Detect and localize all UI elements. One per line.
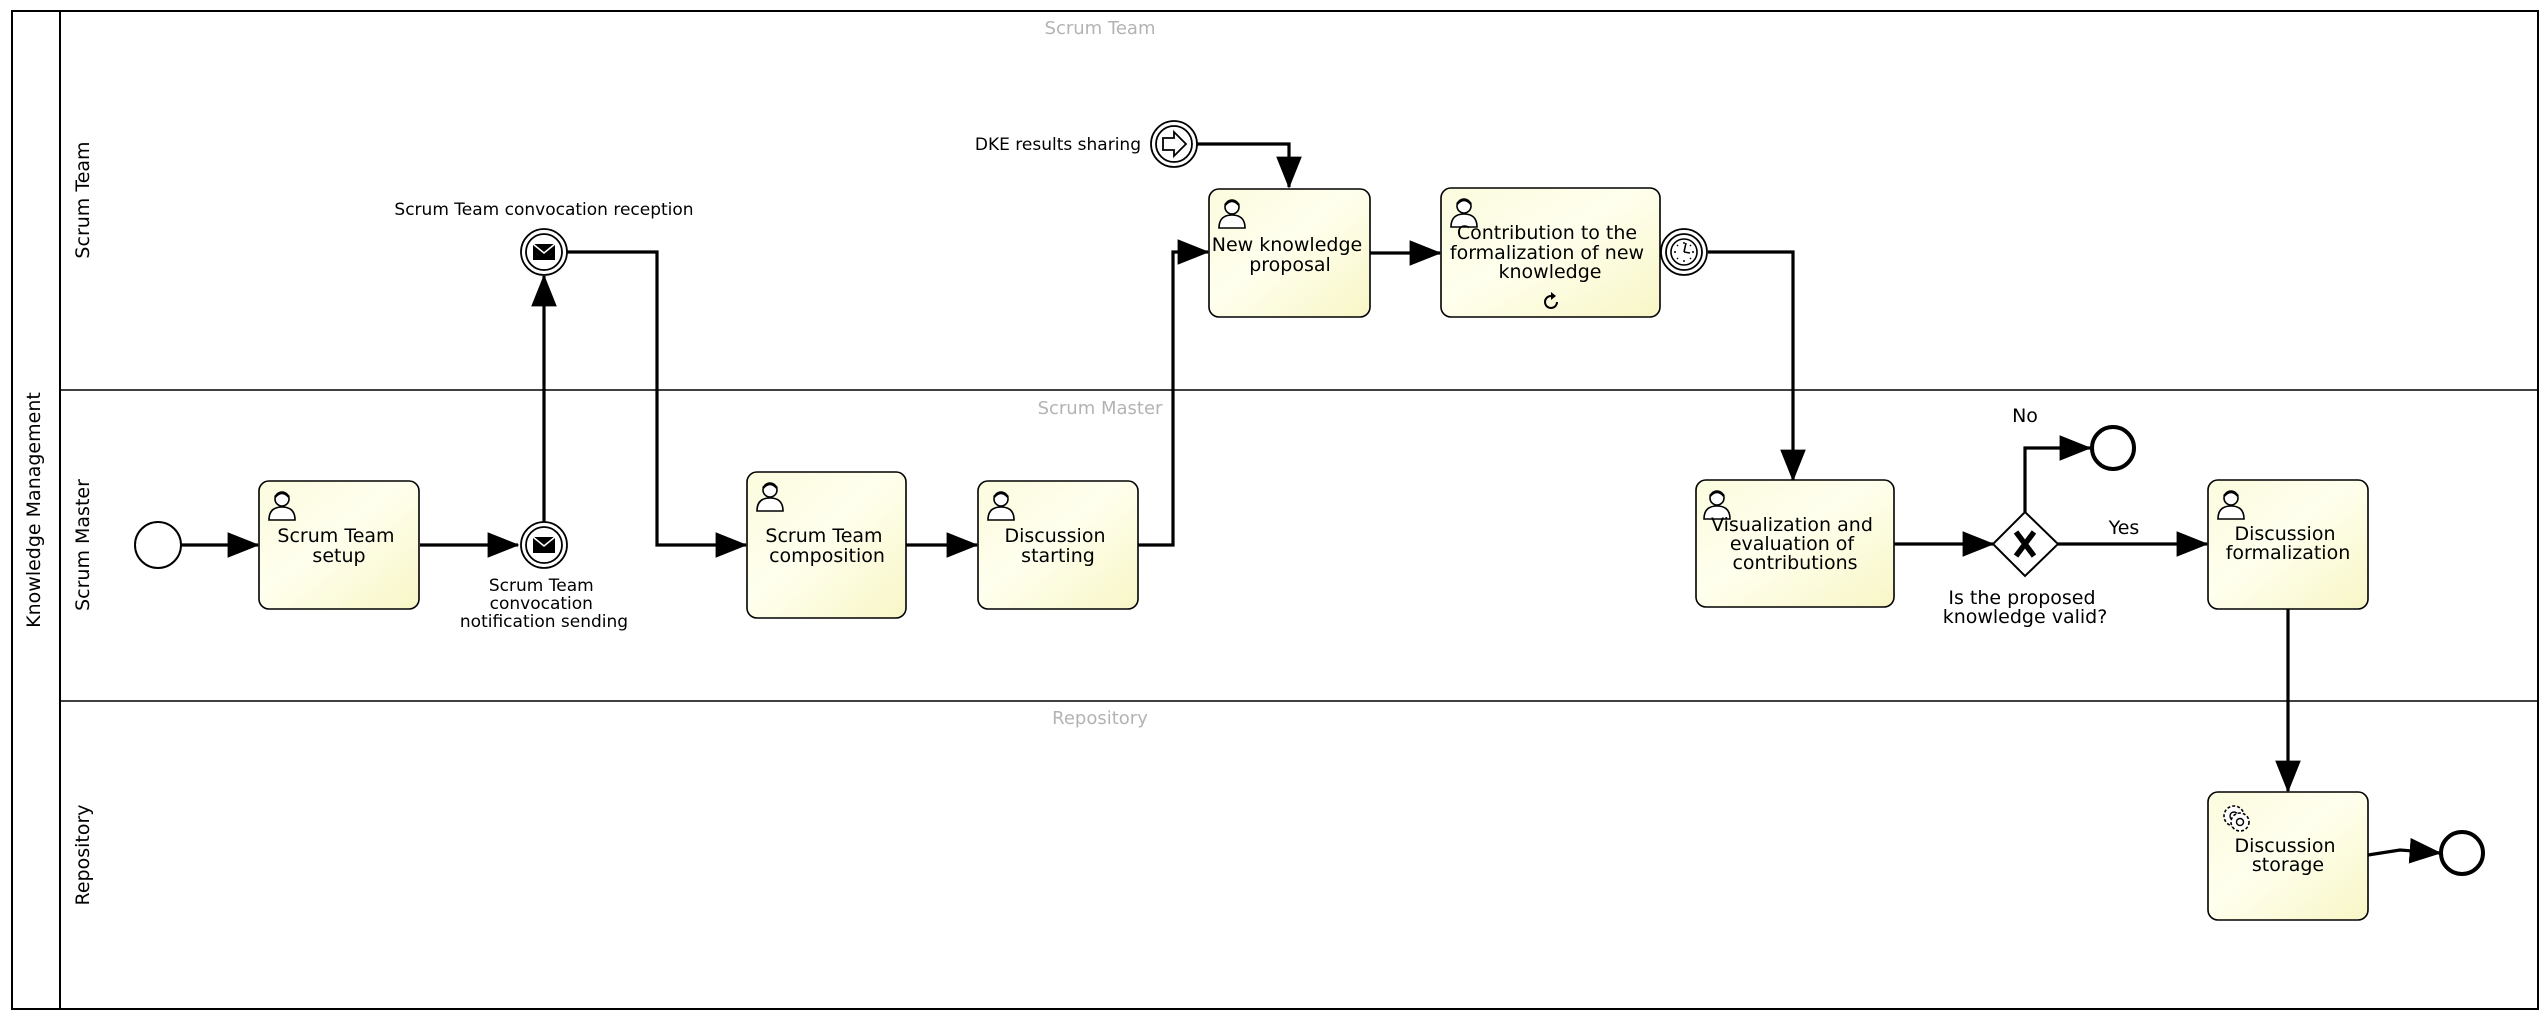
svg-text:Discussion starting: Discussion starting xyxy=(1004,525,1111,567)
event-label-line: Scrum Team xyxy=(489,576,594,596)
gateway-question-line: Is the proposed xyxy=(1948,587,2095,609)
gateway-yes-label: Yes xyxy=(2108,517,2140,539)
task-discussion-formalization[interactable]: Discussion formalization xyxy=(2207,479,2369,610)
task-discussion-starting[interactable]: Discussion starting xyxy=(977,480,1139,610)
task-new-knowledge-proposal[interactable]: New knowledge proposal xyxy=(1208,188,1371,318)
lane-label-scrum-team: Scrum Team xyxy=(72,141,94,258)
loop-icon xyxy=(1544,292,1558,309)
svg-text:New knowledge proposal: New knowledge proposal xyxy=(1212,234,1369,276)
user-icon xyxy=(987,491,1015,521)
x-icon xyxy=(2013,530,2037,558)
task-label-line: storage xyxy=(2252,854,2324,876)
lane-scrum-team: Scrum Team Scrum Team xyxy=(72,18,1155,259)
user-icon xyxy=(1703,490,1731,520)
svg-text:Contribution to the form: Contribution to the formalization of new… xyxy=(1450,222,1650,283)
lane-repository: Repository Repository xyxy=(72,708,1148,906)
envelope-icon xyxy=(532,243,556,260)
gear-icon xyxy=(2223,805,2250,832)
task-label-line: evaluation of xyxy=(1730,533,1856,555)
task-label-line: formalization of new xyxy=(1450,242,1644,264)
task-label-line: composition xyxy=(769,545,885,567)
event-label-line: convocation xyxy=(490,594,593,614)
end-event-storage[interactable] xyxy=(2439,830,2485,876)
task-label-line: starting xyxy=(1021,545,1095,567)
task-label-line: setup xyxy=(312,545,365,567)
svg-text:Is the proposed knowledg: Is the proposed knowledge valid? xyxy=(1943,587,2108,628)
task-scrum-team-setup[interactable]: Scrum Team setup xyxy=(258,480,420,610)
pool-label: Knowledge Management xyxy=(23,392,45,628)
task-label-line: Contribution to the xyxy=(1457,222,1637,244)
task-label-line: knowledge xyxy=(1499,261,1602,283)
end-event-no[interactable] xyxy=(2090,425,2136,471)
task-contribution-formalization[interactable]: Contribution to the formalization of new… xyxy=(1440,187,1661,318)
svg-text:Visualization and evalua: Visualization and evaluation of contribu… xyxy=(1711,514,1879,574)
user-icon xyxy=(2217,490,2245,520)
svg-text:Discussion storage: Discussion storage xyxy=(2234,835,2341,876)
task-label-line: Discussion xyxy=(2234,835,2335,857)
user-icon xyxy=(268,491,296,521)
task-label-line: Discussion xyxy=(1004,525,1105,547)
task-label-line: Visualization and xyxy=(1711,514,1873,536)
user-icon xyxy=(756,482,784,512)
user-icon xyxy=(1218,199,1246,229)
lane-watermark-scrum-team: Scrum Team xyxy=(1045,18,1156,39)
lane-watermark-repository: Repository xyxy=(1052,708,1148,729)
task-label-line: Discussion xyxy=(2234,523,2335,545)
clock-icon xyxy=(1670,238,1698,266)
start-event[interactable] xyxy=(134,521,182,569)
gateway-question-line: knowledge valid? xyxy=(1943,606,2108,628)
event-label: DKE results sharing xyxy=(975,135,1141,155)
svg-text:Scrum Team convocation: Scrum Team convocation notification send… xyxy=(460,576,628,632)
event-convocation-reception[interactable]: Scrum Team convocation reception xyxy=(394,200,694,276)
sequence-flows xyxy=(180,142,2442,864)
task-label-line: contributions xyxy=(1732,552,1857,574)
task-label-line: Scrum Team xyxy=(765,525,882,547)
task-scrum-team-composition[interactable]: Scrum Team composition xyxy=(746,471,907,619)
svg-text:Scrum Team setup: Scrum Team setup xyxy=(277,525,400,567)
task-label-line: New knowledge xyxy=(1212,234,1362,256)
envelope-icon xyxy=(532,536,556,553)
task-discussion-storage[interactable]: Discussion storage xyxy=(2207,791,2369,921)
pool: Knowledge Management xyxy=(11,10,2539,1010)
lane-label-scrum-master: Scrum Master xyxy=(72,479,94,611)
task-label-line: formalization xyxy=(2226,542,2351,564)
event-label: Scrum Team convocation reception xyxy=(394,200,693,220)
svg-text:Discussion formalization: Discussion formalization xyxy=(2226,523,2351,564)
event-label-line: notification sending xyxy=(460,612,628,632)
arrow-right-icon xyxy=(1162,129,1188,159)
user-icon xyxy=(1450,198,1478,228)
lane-watermark-scrum-master: Scrum Master xyxy=(1038,398,1163,419)
task-label-line: proposal xyxy=(1249,254,1331,276)
task-label-line: Scrum Team xyxy=(277,525,394,547)
event-dke-results-sharing[interactable]: DKE results sharing xyxy=(975,120,1198,168)
gateway-no-label: No xyxy=(2012,405,2038,427)
lane-label-repository: Repository xyxy=(72,804,94,905)
svg-text:Scrum Team composition: Scrum Team composition xyxy=(765,525,888,567)
exclusive-gateway[interactable]: Is the proposed knowledge valid? No Yes xyxy=(1943,405,2140,628)
task-visualization-evaluation[interactable]: Visualization and evaluation of contribu… xyxy=(1695,479,1895,608)
lane-scrum-master: Scrum Master Scrum Master xyxy=(72,398,1163,611)
boundary-timer-event[interactable] xyxy=(1660,228,1708,276)
event-notification-sending[interactable]: Scrum Team convocation notification send… xyxy=(460,521,628,632)
